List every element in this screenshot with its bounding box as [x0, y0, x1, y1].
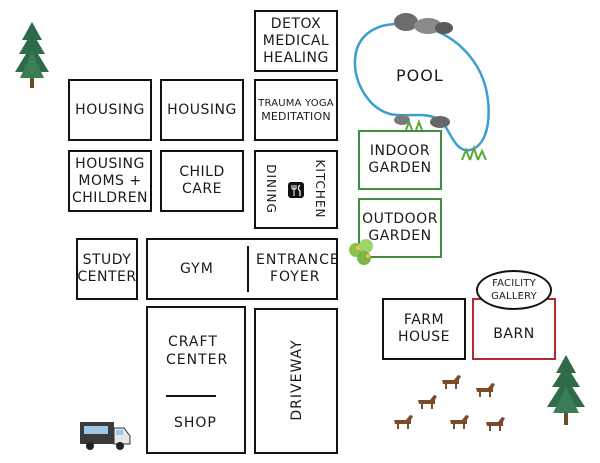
label: MEDICAL	[262, 32, 330, 49]
label: CENTER	[77, 269, 137, 285]
rock-icon	[394, 115, 450, 131]
gym-divider	[247, 246, 249, 292]
label: MOMS +	[78, 172, 142, 189]
shop-label: SHOP	[174, 415, 217, 431]
plant-icon	[461, 144, 487, 161]
pine-tree-icon	[547, 355, 585, 425]
label: GARDEN	[368, 228, 432, 244]
room-housing-1: HOUSING	[68, 79, 152, 141]
craft-divider	[166, 395, 216, 397]
room-driveway	[254, 308, 338, 454]
label: BARN	[493, 325, 535, 342]
gym-label: GYM	[180, 261, 214, 277]
room-dining-kitchen	[254, 150, 338, 229]
label: HOUSING	[75, 155, 145, 172]
center-label: CENTER	[166, 352, 229, 368]
horse-icon	[450, 415, 469, 429]
room-craft-shop	[146, 306, 246, 454]
horse-icon	[394, 415, 413, 429]
pine-tree-icon	[15, 22, 49, 88]
room-trauma-yoga: TRAUMA YOGA MEDITATION	[254, 79, 338, 141]
utensils-icon	[288, 182, 304, 198]
label: DETOX	[270, 15, 322, 32]
horse-icon	[486, 417, 505, 431]
room-study-center: STUDY CENTER	[76, 238, 138, 300]
label: GARDEN	[368, 160, 432, 176]
kitchen-label: KITCHEN	[313, 159, 327, 219]
room-farm-house: FARM HOUSE	[382, 298, 466, 360]
room-detox: DETOX MEDICAL HEALING	[254, 10, 338, 72]
room-gym-entrance	[146, 238, 338, 300]
horse-icon	[418, 395, 437, 409]
room-indoor-garden: INDOOR GARDEN	[358, 130, 442, 190]
label: GALLERY	[491, 291, 537, 302]
label: HOUSING	[167, 101, 237, 118]
label: FACILITY	[492, 278, 536, 289]
plant-icon	[349, 239, 373, 265]
label: TRAUMA YOGA	[258, 98, 334, 109]
label: CHILDREN	[71, 189, 149, 206]
dining-label: DINING	[264, 164, 278, 214]
driveway-label: DRIVEWAY	[289, 339, 305, 421]
label: OUTDOOR	[362, 211, 438, 227]
label: STUDY	[82, 252, 132, 268]
label: FARM	[403, 312, 445, 328]
room-child-care: CHILD CARE	[160, 150, 244, 212]
label: HOUSING	[75, 101, 145, 118]
label: HEALING	[263, 49, 329, 66]
label: HOUSE	[397, 329, 451, 345]
facility-gallery: FACILITY GALLERY	[476, 270, 552, 310]
label: CARE	[182, 181, 222, 197]
label: INDOOR	[369, 143, 431, 159]
horse-icon	[442, 375, 461, 389]
horse-icon	[476, 383, 495, 397]
pool-label: POOL	[396, 66, 444, 85]
foyer-label: FOYER	[270, 269, 321, 285]
food-truck-icon	[80, 422, 131, 450]
room-housing-2: HOUSING	[160, 79, 244, 141]
label: MEDITATION	[261, 110, 331, 123]
entrance-label: ENTRANCE	[256, 252, 340, 268]
craft-label: CRAFT	[168, 334, 218, 350]
label: CHILD	[179, 164, 225, 180]
rock-icon	[394, 13, 453, 34]
room-housing-moms: HOUSING MOMS + CHILDREN	[68, 150, 152, 212]
